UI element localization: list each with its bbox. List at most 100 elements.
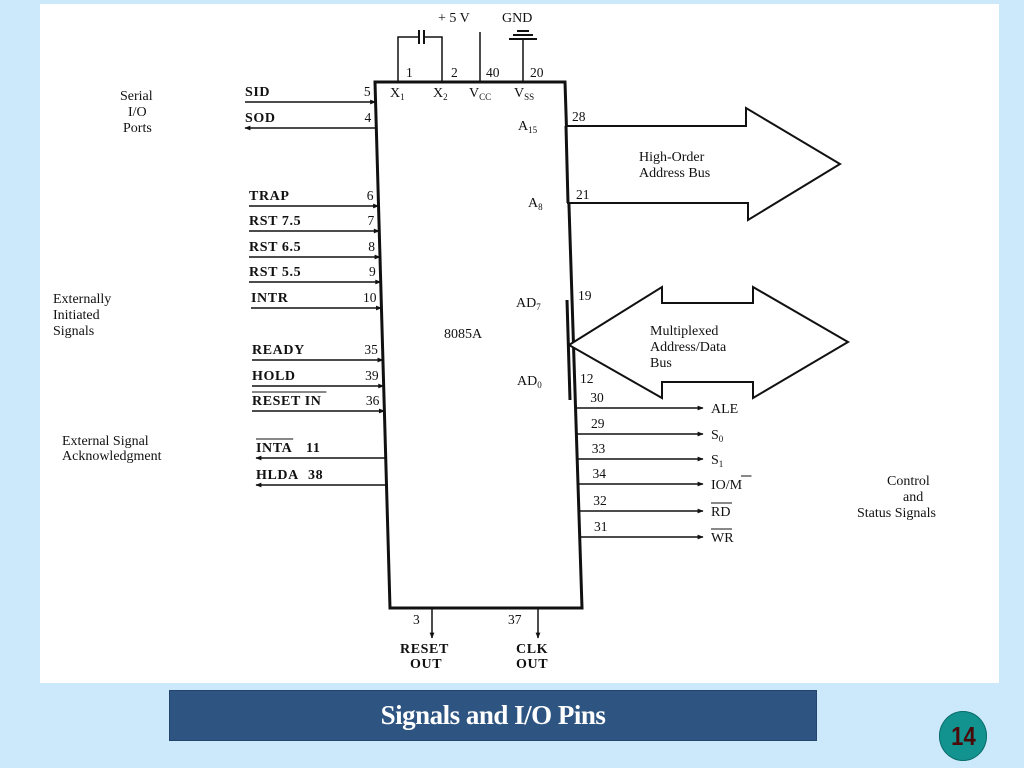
- pin-number: 28: [572, 109, 586, 124]
- bus-label: Bus: [650, 356, 672, 371]
- left-pin-hlda: HLDA 38: [255, 468, 388, 488]
- pin-number: 8: [368, 239, 375, 254]
- group-label: External Signal: [62, 434, 149, 449]
- chip-name: 8085A: [444, 327, 483, 342]
- pin-number: 31: [594, 519, 608, 534]
- group-external-ack: External Signal Acknowledgment: [62, 434, 162, 464]
- pin-label: WR: [711, 531, 734, 546]
- pin-label: S1: [711, 453, 723, 469]
- bus-label: Multiplexed: [650, 324, 718, 339]
- pin-number: 12: [580, 371, 594, 386]
- pin-number: 11: [306, 441, 320, 456]
- pin-number: 34: [592, 466, 606, 481]
- pin-label: RST 6.5: [249, 240, 301, 255]
- left-pin-rst-5.5: RST 5.5 9: [249, 264, 382, 285]
- pin-number: 30: [590, 390, 604, 405]
- pin-number: 37: [508, 612, 522, 627]
- pin-number: 29: [591, 416, 605, 431]
- group-label: Initiated: [53, 308, 100, 323]
- group-control-status: Control and Status Signals: [857, 474, 936, 521]
- page-number: 14: [950, 720, 976, 751]
- pin-number: 36: [366, 393, 380, 408]
- pin-number: 33: [592, 441, 606, 456]
- vcc-label: + 5 V: [438, 11, 470, 26]
- pin-number: 6: [367, 188, 374, 203]
- group-label: Externally: [53, 292, 111, 307]
- pin-label: OUT: [516, 657, 548, 672]
- bottom-pins: 3 37 RESET OUT CLK OUT: [400, 608, 548, 672]
- page-number-badge: 14: [939, 711, 987, 761]
- pin-number: 32: [593, 493, 607, 508]
- left-pin-rst-6.5: RST 6.5 8: [249, 239, 381, 260]
- pin-label: READY: [252, 343, 305, 358]
- pin-label: CLK: [516, 642, 548, 657]
- pin-name-x2: X2: [433, 86, 448, 102]
- pin-name-vcc: VCC: [469, 86, 491, 102]
- pin-label: OUT: [410, 657, 442, 672]
- pin-label: INTR: [251, 291, 289, 306]
- pin-number: 10: [363, 290, 377, 305]
- group-label: I/O: [128, 105, 147, 120]
- pin-name-x1: X1: [390, 86, 405, 102]
- pin-label: RESET: [400, 642, 449, 657]
- pin-number: 5: [364, 84, 371, 99]
- pin-number: 1: [406, 65, 413, 80]
- left-pin-inta: INTA 11: [255, 438, 387, 461]
- pin-number: 40: [486, 65, 500, 80]
- pin-label: RST 7.5: [249, 214, 301, 229]
- bus-label: High-Order: [639, 150, 705, 165]
- group-label: Control: [887, 474, 930, 489]
- pin-number: 20: [530, 65, 544, 80]
- pin-number: 9: [369, 264, 376, 279]
- pin-number: 38: [308, 468, 323, 483]
- pin-name-ad0: AD0: [517, 374, 542, 390]
- chip-edge: [564, 125, 570, 204]
- pin-label: INTA: [256, 441, 293, 456]
- group-serial-io: Serial I/O Ports: [120, 89, 153, 136]
- pin-label: RESET IN: [252, 394, 322, 409]
- bus-label: Address Bus: [639, 166, 710, 181]
- pin-label: HOLD: [252, 369, 296, 384]
- crystal-wire: [424, 36, 443, 82]
- pin-name-a8: A8: [528, 196, 543, 212]
- pin-number: 19: [578, 288, 592, 303]
- pin-number: 4: [365, 110, 372, 125]
- group-label: Status Signals: [857, 506, 936, 521]
- pin-label: RD: [711, 505, 730, 520]
- left-pin-sid: SID 5: [245, 84, 377, 105]
- group-externally-initiated: Externally Initiated Signals: [53, 292, 111, 339]
- bus-label: Address/Data: [650, 340, 727, 355]
- pin-number: 21: [576, 187, 590, 202]
- slide-title: Signals and I/O Pins: [380, 700, 606, 730]
- high-order-address-bus-arrow: [564, 106, 842, 222]
- pin-name-vss: VSS: [514, 86, 534, 102]
- crystal-wire: [397, 36, 419, 82]
- gnd-label: GND: [502, 11, 532, 26]
- pin-label: HLDA: [256, 468, 299, 483]
- group-label: Acknowledgment: [62, 449, 162, 464]
- pin-label: ALE: [711, 402, 738, 417]
- group-label: and: [903, 490, 923, 505]
- left-pin-intr: INTR 10: [251, 290, 383, 311]
- multiplexed-bus-arrow: [567, 285, 850, 400]
- pin-label: TRAP: [249, 189, 290, 204]
- pin-label: SID: [245, 85, 270, 100]
- chip-body: [373, 80, 584, 610]
- pin-label: RST 5.5: [249, 265, 301, 280]
- top-pins: + 5 V GND 1 2 40 20 X1 X2 VCC VSS: [390, 11, 544, 102]
- pin-label: IO/M: [711, 478, 743, 493]
- pin-label: S0: [711, 428, 724, 444]
- group-label: Signals: [53, 324, 94, 339]
- left-pin-trap: TRAP 6: [249, 188, 380, 209]
- pin-name-a15: A15: [518, 119, 538, 135]
